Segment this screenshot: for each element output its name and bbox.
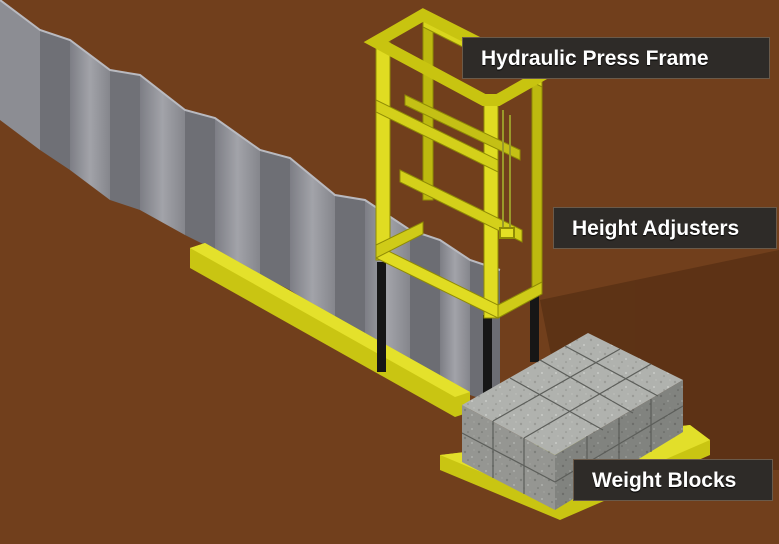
frame-legs (377, 262, 539, 400)
press-frame (363, 8, 555, 319)
sheet-pile-wall (0, 0, 501, 405)
height-adjusters (499, 110, 515, 239)
base-beam (190, 243, 470, 417)
callout-height-adjusters: Height Adjusters (553, 207, 777, 249)
callout-weight-blocks: Weight Blocks (573, 459, 773, 501)
callout-hydraulic-press-frame: Hydraulic Press Frame (462, 37, 770, 79)
